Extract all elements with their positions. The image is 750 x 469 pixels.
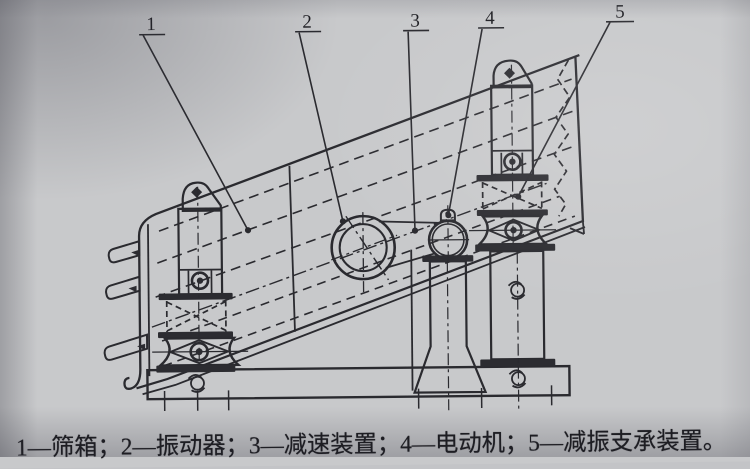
left-spring bbox=[165, 300, 227, 333]
belt-upper bbox=[378, 220, 441, 224]
callout-number-5: 5 bbox=[615, 2, 625, 23]
callout-leaders bbox=[139, 20, 635, 234]
leader-1 bbox=[139, 33, 249, 231]
callout-number-1: 1 bbox=[146, 14, 156, 35]
break-line-zigzag bbox=[553, 59, 571, 217]
callout-number-2: 2 bbox=[302, 12, 312, 33]
leader-3 bbox=[403, 29, 430, 231]
anchor-bolt-symbols bbox=[187, 281, 527, 393]
belt-lower bbox=[385, 252, 435, 269]
left-support-flange bbox=[156, 364, 236, 373]
left-cap-bolt bbox=[191, 186, 203, 198]
motor-pedestal bbox=[410, 249, 488, 394]
left-support bbox=[152, 181, 249, 373]
hidden-deck-lines bbox=[151, 78, 577, 328]
feed-end-slats bbox=[103, 239, 149, 361]
leader-2 bbox=[295, 30, 344, 222]
leader-4 bbox=[447, 26, 505, 216]
right-spring-top-plate bbox=[476, 174, 549, 182]
callout-number-3: 3 bbox=[410, 11, 420, 32]
right-pin bbox=[503, 152, 522, 171]
callout-numbers: 1 2 3 4 5 bbox=[146, 2, 625, 36]
left-support-cap bbox=[181, 181, 222, 212]
left-pin bbox=[190, 271, 210, 290]
centerlines bbox=[196, 64, 520, 411]
figure-caption: 1—筛箱；2—振动器；3—减速装置；4—电动机；5—减振支承装置。 bbox=[15, 428, 727, 462]
drive-and-motor bbox=[378, 205, 470, 269]
crank-line bbox=[345, 215, 390, 281]
box-axis-centerline bbox=[151, 182, 547, 328]
vibrator bbox=[330, 212, 398, 293]
right-support-cap bbox=[492, 59, 533, 89]
foundation-base bbox=[146, 364, 571, 412]
left-spring-top-plate bbox=[158, 292, 233, 301]
screen-box bbox=[103, 53, 586, 396]
leader-5 bbox=[517, 20, 635, 197]
callout-number-4: 4 bbox=[485, 8, 495, 29]
right-cap-bolt bbox=[504, 67, 516, 79]
left-damper-body bbox=[157, 336, 242, 367]
right-support-bottom-flange bbox=[475, 243, 556, 252]
